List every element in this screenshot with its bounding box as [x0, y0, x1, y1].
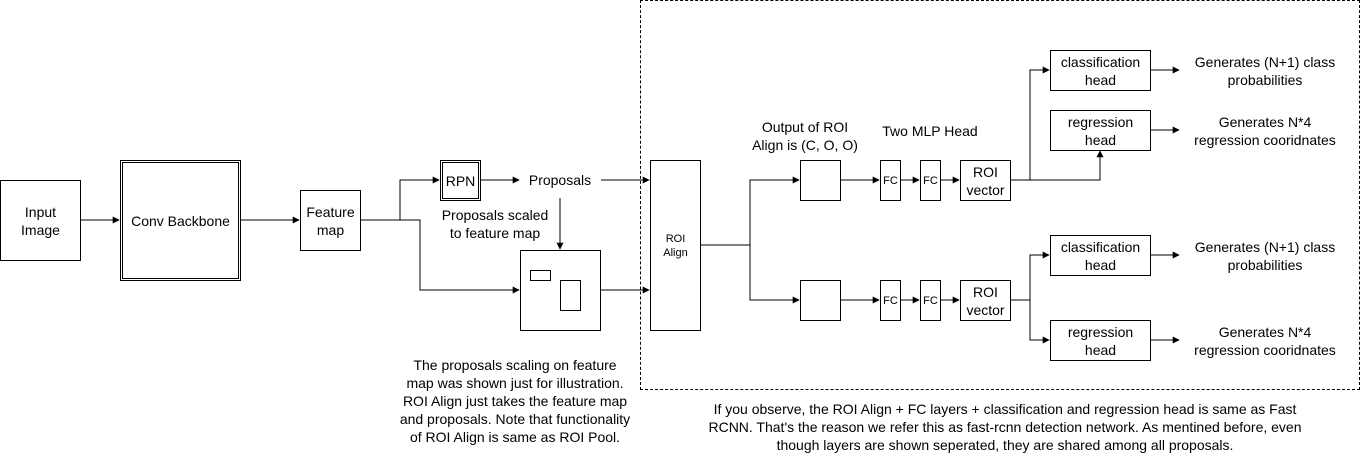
proposal-box-tall — [560, 280, 581, 311]
regression-head-top: regression head — [1050, 110, 1151, 151]
roi-output-box-top — [800, 160, 841, 201]
fc-layer-1-top: FC — [880, 160, 901, 201]
reg-coords-label-bottom: Generates N*4 regression cooridnates — [1194, 324, 1336, 358]
classification-head-top: classification head — [1050, 50, 1151, 91]
two-mlp-head-label: Two MLP Head — [882, 123, 978, 139]
roi-align-node: ROI Align — [650, 160, 701, 331]
fast-rcnn-region — [640, 0, 1360, 390]
conv-backbone-node: Conv Backbone — [120, 160, 241, 281]
class-probs-label-bottom: Generates (N+1) class probabilities — [1194, 239, 1336, 273]
fc-layer-2-bottom: FC — [920, 280, 941, 321]
reg-coords-label-top: Generates N*4 regression cooridnates — [1194, 114, 1336, 148]
proposal-box-small — [530, 270, 551, 281]
classification-head-bottom: classification head — [1050, 235, 1151, 276]
scaling-note: The proposals scaling on feature map was… — [399, 357, 631, 445]
roi-output-box-bottom — [800, 280, 841, 321]
feature-map-node: Feature map — [300, 190, 361, 251]
proposals-scaled-label: Proposals scaled to feature map — [441, 207, 549, 241]
input-image-node: Input Image — [0, 180, 81, 261]
proposals-label: Proposals — [528, 172, 592, 188]
regression-head-bottom: regression head — [1050, 320, 1151, 361]
fc-layer-1-bottom: FC — [880, 280, 901, 321]
fc-layer-2-top: FC — [920, 160, 941, 201]
output-roi-align-label: Output of ROI Align is (C, O, O) — [752, 119, 858, 153]
class-probs-label-top: Generates (N+1) class probabilities — [1194, 54, 1336, 88]
roi-vector-top: ROI vector — [960, 160, 1011, 201]
roi-vector-bottom: ROI vector — [960, 280, 1011, 321]
fast-rcnn-note: If you observe, the ROI Align + FC layer… — [708, 401, 1302, 453]
rpn-node: RPN — [440, 160, 481, 201]
